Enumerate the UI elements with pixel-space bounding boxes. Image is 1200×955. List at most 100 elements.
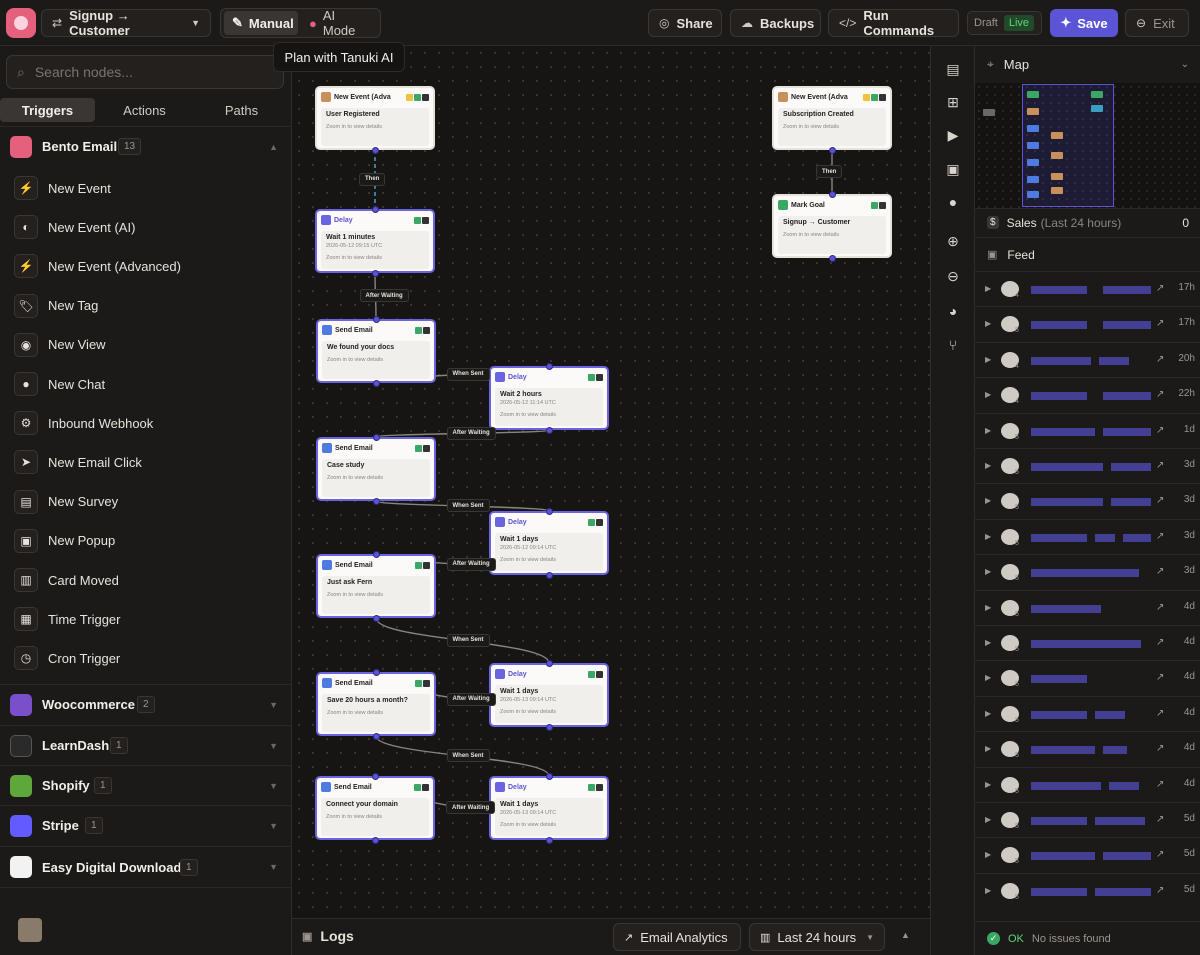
open-external-icon[interactable]: ↗: [1156, 389, 1165, 401]
node-port-in[interactable]: [372, 550, 380, 558]
open-external-icon[interactable]: ↗: [1156, 672, 1165, 684]
node-port-in[interactable]: [371, 772, 379, 780]
expand-arrow-icon[interactable]: ▶: [985, 708, 992, 718]
feed-row[interactable]: ▶5↗1d: [975, 412, 1200, 448]
open-external-icon[interactable]: ↗: [1156, 353, 1165, 365]
logs-toggle[interactable]: ▣ Logs: [302, 928, 354, 944]
mode-ai-button[interactable]: ● AI Mode: [301, 8, 379, 38]
trigger-item[interactable]: ◷Cron Trigger: [14, 643, 284, 673]
edge-label[interactable]: After Waiting: [359, 289, 409, 302]
notes-icon[interactable]: ▤: [946, 61, 960, 77]
expand-arrow-icon[interactable]: ▶: [985, 496, 992, 506]
node-port-in[interactable]: [372, 433, 380, 441]
expand-arrow-icon[interactable]: ▶: [985, 284, 992, 293]
feed-row[interactable]: ▶5↗3d: [975, 448, 1200, 483]
exit-button[interactable]: ⊖ Exit: [1125, 9, 1189, 37]
node-port-out[interactable]: [545, 723, 553, 731]
publish-status-toggle[interactable]: Draft Live: [967, 11, 1042, 35]
trigger-item[interactable]: ➤New Email Click: [14, 447, 284, 477]
map-header[interactable]: ⌖ Map ⌄: [975, 46, 1200, 83]
feed-row[interactable]: ▶4↗20h: [975, 341, 1200, 377]
group-learndash[interactable]: LearnDash 1 ▼: [0, 725, 292, 765]
edge-label[interactable]: After Waiting: [446, 557, 496, 571]
open-external-icon[interactable]: ↗: [1156, 566, 1165, 578]
open-external-icon[interactable]: ↗: [1156, 884, 1165, 896]
expand-arrow-icon[interactable]: ▶: [985, 850, 992, 860]
trigger-item[interactable]: ▣New Popup: [14, 526, 284, 556]
group-woocommerce[interactable]: Woocommerce 2 ▼: [0, 684, 292, 724]
group-bento-email[interactable]: Bento Email 13 ▲: [0, 126, 292, 166]
node-port-in[interactable]: [545, 772, 553, 780]
grid-icon[interactable]: ⊞: [947, 94, 959, 110]
node-port-out[interactable]: [371, 146, 379, 154]
trigger-item[interactable]: 🏷New Tag: [14, 291, 284, 321]
expand-arrow-icon[interactable]: ▶: [985, 567, 992, 577]
expand-arrow-icon[interactable]: ▶: [985, 779, 992, 789]
expand-arrow-icon[interactable]: ▶: [985, 673, 992, 683]
share-button[interactable]: ◎ Share: [648, 9, 722, 37]
node-port-in[interactable]: [371, 205, 379, 213]
edge-label[interactable]: After Waiting: [446, 692, 496, 706]
node-port-out[interactable]: [372, 732, 380, 740]
search-nodes-input[interactable]: ⌕ Search nodes...: [6, 55, 284, 89]
expand-arrow-icon[interactable]: ▶: [985, 744, 992, 754]
expand-arrow-icon[interactable]: ▶: [985, 354, 992, 364]
feed-row[interactable]: ▶5↗5d: [975, 802, 1200, 837]
feed-row[interactable]: ▶5↗4d: [975, 766, 1200, 802]
image-icon[interactable]: ▣: [946, 161, 960, 177]
edge-label[interactable]: When Sent: [446, 749, 490, 762]
expand-arrow-icon[interactable]: ▶: [985, 461, 992, 470]
expand-arrow-icon[interactable]: ▶: [985, 319, 992, 329]
minimap[interactable]: [975, 83, 1200, 208]
node-port-in[interactable]: [372, 668, 380, 676]
edge-label[interactable]: Then: [359, 172, 386, 186]
feed-row[interactable]: ▶4↗17h: [975, 271, 1200, 306]
group-easy-digital-downloads[interactable]: Easy Digital Downloads 1 ▼: [0, 846, 292, 888]
open-external-icon[interactable]: ↗: [1156, 743, 1165, 755]
workflow-selector[interactable]: ⇄ Signup → Customer ▼: [41, 8, 211, 38]
trigger-item[interactable]: ●New Chat: [14, 369, 284, 399]
open-external-icon[interactable]: ↗: [1156, 424, 1165, 436]
expand-arrow-icon[interactable]: ▶: [985, 425, 992, 435]
trigger-item[interactable]: ⚡New Event (Advanced): [14, 251, 284, 281]
branch-icon[interactable]: ⑂: [948, 337, 958, 353]
play-icon[interactable]: ▶: [947, 127, 959, 143]
open-external-icon[interactable]: ↗: [1156, 778, 1165, 790]
comment-icon[interactable]: ●: [948, 194, 958, 210]
node-port-out[interactable]: [828, 146, 836, 154]
node-port-out[interactable]: [372, 614, 380, 622]
zoom-in-icon[interactable]: ⊕: [947, 233, 959, 249]
node-port-out[interactable]: [545, 836, 553, 844]
open-external-icon[interactable]: ↗: [1156, 849, 1165, 861]
group-stripe[interactable]: Stripe 1 ▼: [0, 805, 292, 845]
edge-label[interactable]: Then: [816, 165, 843, 178]
trigger-item[interactable]: ▥Card Moved: [14, 565, 284, 595]
time-range-select[interactable]: ▥ Last 24 hours ▼: [749, 923, 885, 951]
mode-manual-button[interactable]: ✎ Manual: [224, 11, 298, 35]
open-external-icon[interactable]: ↗: [1156, 707, 1165, 719]
trigger-item[interactable]: ▦Time Trigger: [14, 604, 284, 634]
node-port-in[interactable]: [545, 362, 553, 370]
edge-label[interactable]: When Sent: [446, 633, 490, 647]
feed-row[interactable]: ▶5↗3d: [975, 554, 1200, 589]
palette-icon[interactable]: ◕: [948, 303, 958, 319]
app-logo[interactable]: [6, 8, 36, 38]
save-button[interactable]: ✦ Save: [1050, 9, 1118, 37]
expand-arrow-icon[interactable]: ▶: [985, 638, 992, 647]
node-port-in[interactable]: [545, 507, 553, 515]
open-external-icon[interactable]: ↗: [1156, 495, 1165, 507]
feed-row[interactable]: ▶5↗4d: [975, 589, 1200, 625]
node-port-out[interactable]: [371, 836, 379, 844]
trigger-item[interactable]: ◐New Event (AI): [14, 212, 284, 242]
